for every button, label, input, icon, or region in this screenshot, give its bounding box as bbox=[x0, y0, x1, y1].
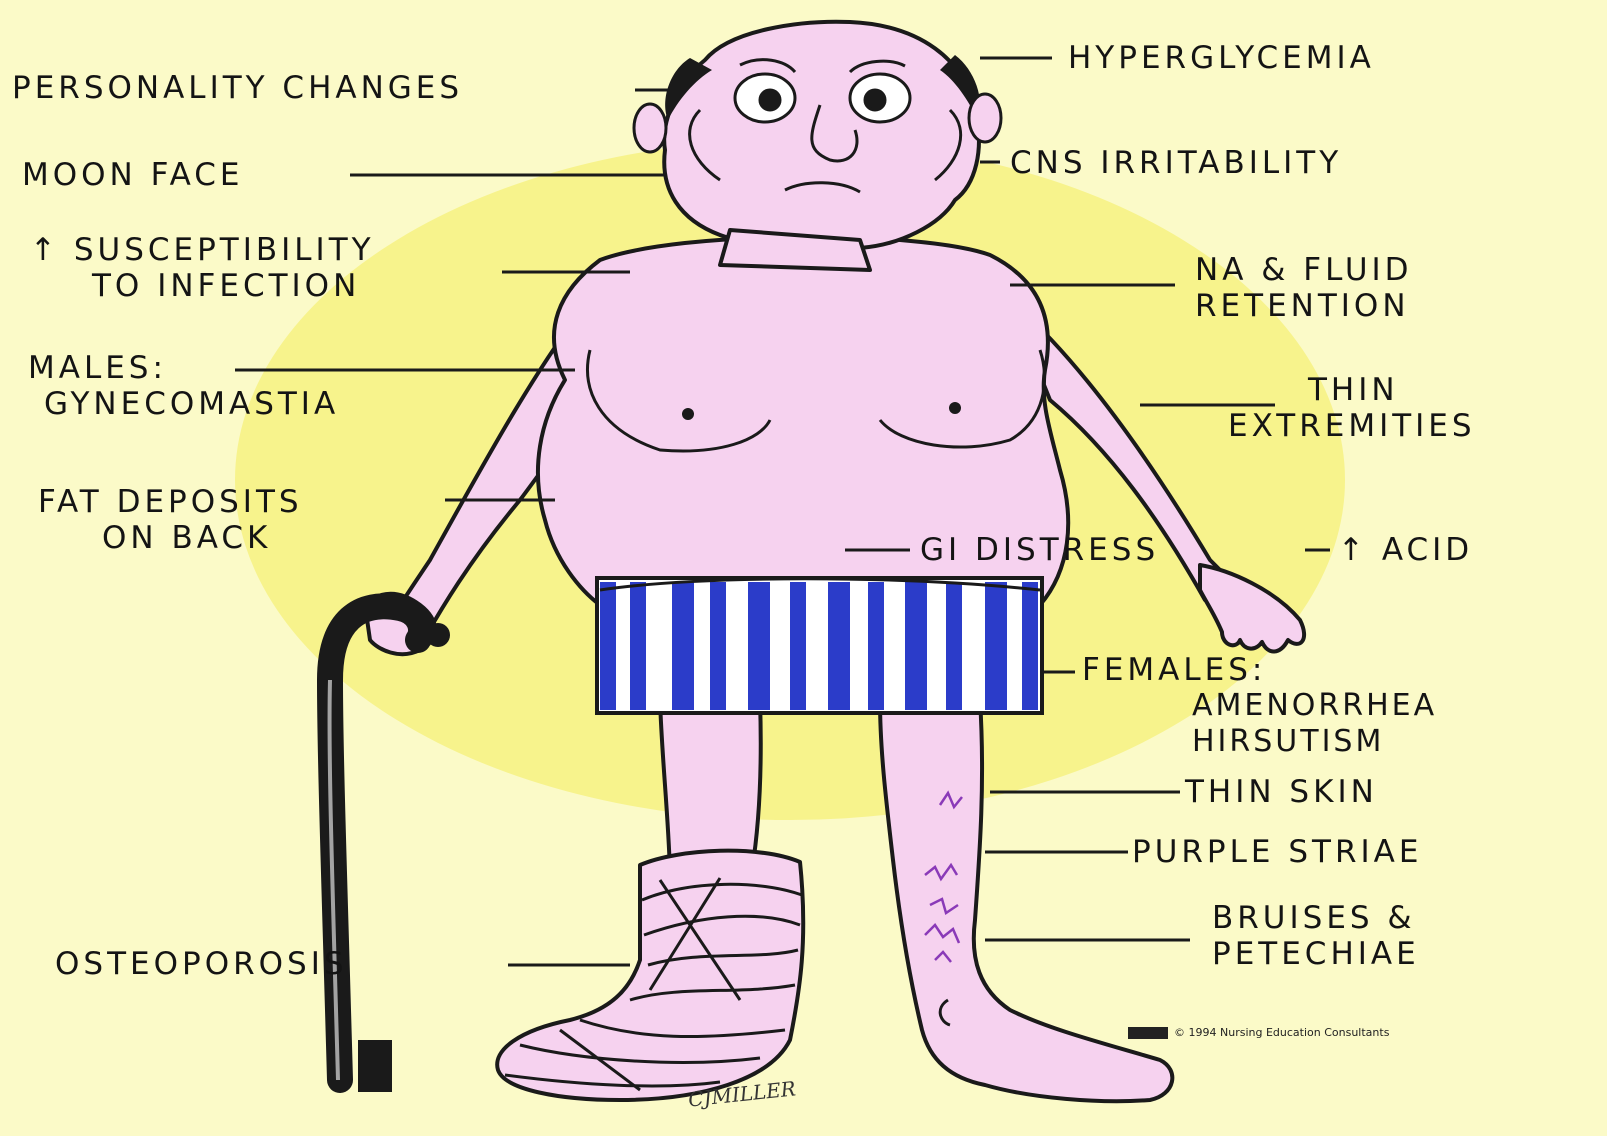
label-moon-face: MOON FACE bbox=[22, 157, 243, 193]
label-susceptibility: ↑ SUSCEPTIBILITY TO INFECTION bbox=[30, 232, 375, 304]
label-purple-striae: PURPLE STRIAE bbox=[1132, 834, 1422, 870]
label-females: FEMALES: AMENORRHEA HIRSUTISM bbox=[1082, 652, 1437, 760]
label-gi-distress: GI DISTRESS bbox=[920, 532, 1159, 568]
right-nipple bbox=[949, 402, 961, 414]
head bbox=[664, 22, 979, 251]
label-personality-changes: PERSONALITY CHANGES bbox=[12, 70, 463, 106]
label-hyperglycemia: HYPERGLYCEMIA bbox=[1068, 40, 1375, 76]
label-thin-skin: THIN SKIN bbox=[1185, 774, 1378, 810]
boxer-shorts bbox=[597, 578, 1042, 713]
label-bruises-petechiae: BRUISES & PETECHIAE bbox=[1212, 900, 1420, 972]
left-nipple bbox=[682, 408, 694, 420]
label-males-gynecomastia: MALES: GYNECOMASTIA bbox=[28, 350, 339, 422]
publisher-logo bbox=[1128, 1027, 1168, 1039]
label-na-fluid-retention: NA & FLUID RETENTION bbox=[1195, 252, 1413, 324]
label-acid: ↑ ACID bbox=[1338, 532, 1473, 568]
label-cns-irritability: CNS IRRITABILITY bbox=[1010, 145, 1342, 181]
label-osteoporosis: OSTEOPOROSIS bbox=[55, 946, 348, 982]
label-thin-extremities: THIN EXTREMITIES bbox=[1228, 372, 1476, 444]
copyright-notice: © 1994 Nursing Education Consultants bbox=[1128, 1026, 1389, 1039]
label-fat-deposits: FAT DEPOSITS ON BACK bbox=[38, 484, 303, 556]
left-leg bbox=[660, 700, 761, 872]
